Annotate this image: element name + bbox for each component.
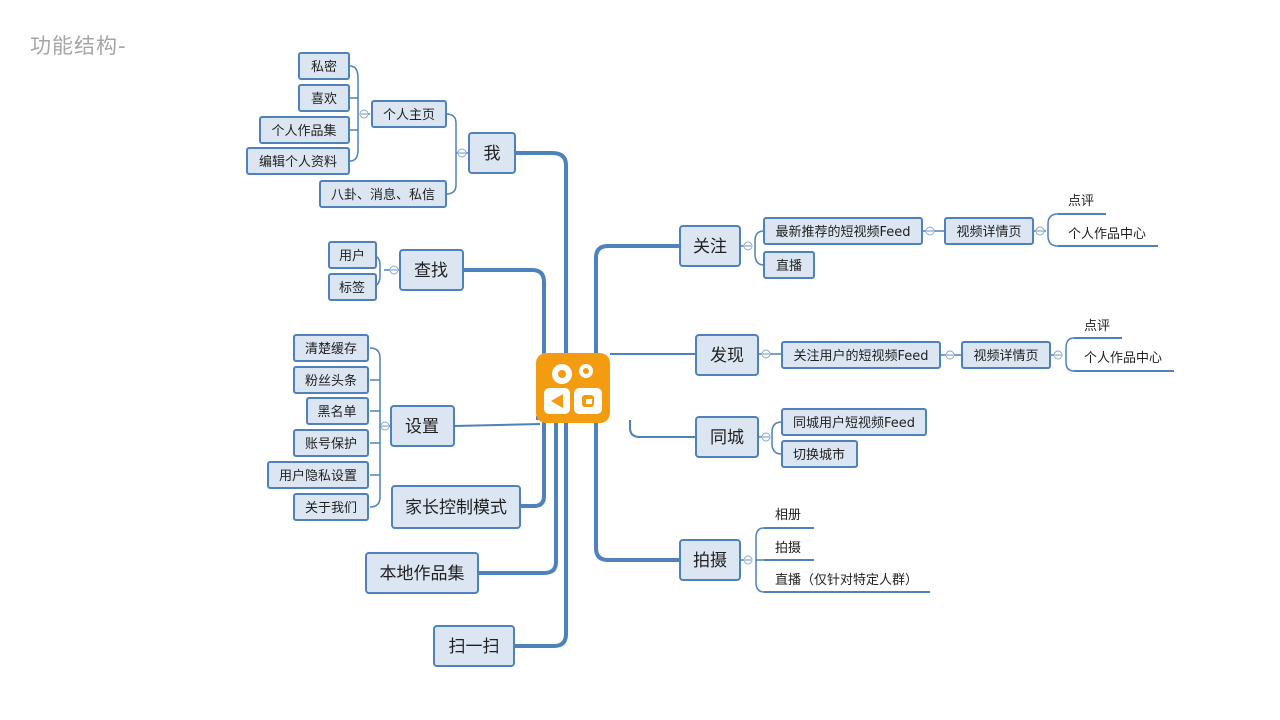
svg-text:关于我们: 关于我们 <box>305 501 357 516</box>
collapse-toggle-shoot[interactable] <box>743 555 753 565</box>
svg-text:私密: 私密 <box>311 59 337 75</box>
svg-text:用户隐私设置: 用户隐私设置 <box>279 468 357 484</box>
node-private[interactable]: 私密 <box>298 52 350 80</box>
node-likes[interactable]: 喜欢 <box>298 84 350 112</box>
leaf-discover-creator-center[interactable]: 个人作品中心 <box>1084 351 1162 366</box>
svg-text:关注用户的短视频Feed: 关注用户的短视频Feed <box>793 348 928 364</box>
svg-text:最新推荐的短视频Feed: 最新推荐的短视频Feed <box>775 224 910 240</box>
leaf-live-specific-group[interactable]: 直播（仅针对特定人群） <box>775 573 918 588</box>
node-scan[interactable]: 扫一扫 <box>433 625 515 667</box>
page-title: 功能结构- <box>30 34 127 58</box>
node-account-protection[interactable]: 账号保护 <box>293 429 369 457</box>
node-me[interactable]: 我 <box>468 132 516 174</box>
leaf-follow-creator-center[interactable]: 个人作品中心 <box>1068 227 1146 242</box>
collapse-toggle-follow-detail[interactable] <box>1035 226 1045 236</box>
svg-text:标签: 标签 <box>339 280 365 296</box>
node-search-user[interactable]: 用户 <box>328 241 377 269</box>
svg-text:扫一扫: 扫一扫 <box>449 637 500 657</box>
svg-text:拍摄: 拍摄 <box>693 551 727 571</box>
edge-follow <box>594 244 680 376</box>
node-about-us[interactable]: 关于我们 <box>293 493 369 521</box>
leaf-discover-comment[interactable]: 点评 <box>1084 319 1110 334</box>
collapse-toggle-me[interactable] <box>457 148 467 158</box>
node-portfolio[interactable]: 个人作品集 <box>259 116 350 144</box>
node-gossip-messages[interactable]: 八卦、消息、私信 <box>319 180 447 208</box>
node-clear-cache[interactable]: 清楚缓存 <box>293 334 369 362</box>
node-blacklist[interactable]: 黑名单 <box>306 397 369 425</box>
svg-text:家长控制模式: 家长控制模式 <box>405 498 507 518</box>
leaf-follow-comment[interactable]: 点评 <box>1068 194 1094 209</box>
node-city-feed[interactable]: 同城用户短视频Feed <box>781 408 927 436</box>
node-follow-feed[interactable]: 最新推荐的短视频Feed <box>763 217 923 245</box>
svg-text:粉丝头条: 粉丝头条 <box>305 373 357 389</box>
collapse-toggle-city[interactable] <box>761 432 771 442</box>
node-switch-city[interactable]: 切换城市 <box>781 440 858 468</box>
node-local-city[interactable]: 同城 <box>695 416 759 458</box>
leaf-shoot[interactable]: 拍摄 <box>775 541 801 556</box>
collapse-toggle-discover-feed[interactable] <box>945 350 955 360</box>
svg-text:黑名单: 黑名单 <box>317 404 356 420</box>
edge-parental <box>521 418 546 508</box>
svg-text:八卦、消息、私信: 八卦、消息、私信 <box>331 187 435 203</box>
collapse-toggle-follow[interactable] <box>743 241 753 251</box>
node-follow[interactable]: 关注 <box>679 225 741 267</box>
svg-text:切换城市: 切换城市 <box>793 447 845 463</box>
collapse-toggle-settings[interactable] <box>380 421 390 431</box>
node-edit-profile[interactable]: 编辑个人资料 <box>246 147 350 175</box>
svg-text:喜欢: 喜欢 <box>311 92 337 107</box>
svg-text:用户: 用户 <box>339 248 365 264</box>
node-profile[interactable]: 个人主页 <box>371 100 447 128</box>
svg-text:个人作品集: 个人作品集 <box>271 123 336 139</box>
svg-text:清楚缓存: 清楚缓存 <box>305 342 357 357</box>
node-settings[interactable]: 设置 <box>390 405 455 447</box>
svg-text:设置: 设置 <box>405 417 439 437</box>
collapse-toggle-follow-feed[interactable] <box>925 226 935 236</box>
edge-scan <box>514 418 568 648</box>
center-app-icon <box>536 353 610 423</box>
node-follow-video-detail[interactable]: 视频详情页 <box>944 217 1034 245</box>
svg-text:同城: 同城 <box>710 428 744 448</box>
node-privacy-settings[interactable]: 用户隐私设置 <box>267 461 369 489</box>
svg-text:查找: 查找 <box>414 261 448 281</box>
node-follow-live[interactable]: 直播 <box>763 251 815 279</box>
edge-city <box>629 420 696 438</box>
svg-text:个人主页: 个人主页 <box>383 108 435 123</box>
node-search-tag[interactable]: 标签 <box>328 273 377 301</box>
svg-text:我: 我 <box>484 144 501 164</box>
node-parental-control[interactable]: 家长控制模式 <box>391 485 521 529</box>
svg-text:账号保护: 账号保护 <box>305 437 357 452</box>
collapse-toggle-profile[interactable] <box>359 109 369 119</box>
svg-text:同城用户短视频Feed: 同城用户短视频Feed <box>793 415 915 431</box>
node-discover[interactable]: 发现 <box>695 334 759 376</box>
edge-local <box>479 418 558 575</box>
node-fan-headlines[interactable]: 粉丝头条 <box>293 366 369 394</box>
svg-text:本地作品集: 本地作品集 <box>380 564 465 584</box>
node-shoot[interactable]: 拍摄 <box>679 539 741 581</box>
collapse-toggle-discover[interactable] <box>761 349 771 359</box>
collapse-toggle-discover-detail[interactable] <box>1053 350 1063 360</box>
edge-settings <box>453 423 541 427</box>
leaf-album[interactable]: 相册 <box>775 508 801 523</box>
node-local-portfolio[interactable]: 本地作品集 <box>365 552 479 594</box>
svg-text:视频详情页: 视频详情页 <box>973 349 1038 364</box>
node-discover-video-detail[interactable]: 视频详情页 <box>961 341 1051 369</box>
svg-text:发现: 发现 <box>710 346 744 366</box>
node-search[interactable]: 查找 <box>399 249 464 291</box>
svg-text:编辑个人资料: 编辑个人资料 <box>259 155 337 170</box>
svg-text:关注: 关注 <box>693 237 727 257</box>
svg-text:直播: 直播 <box>776 259 802 274</box>
node-discover-feed[interactable]: 关注用户的短视频Feed <box>781 341 941 369</box>
edge-search <box>464 268 546 412</box>
collapse-toggle-search[interactable] <box>389 265 399 275</box>
edge-shoot <box>594 420 680 562</box>
svg-text:视频详情页: 视频详情页 <box>956 225 1021 240</box>
